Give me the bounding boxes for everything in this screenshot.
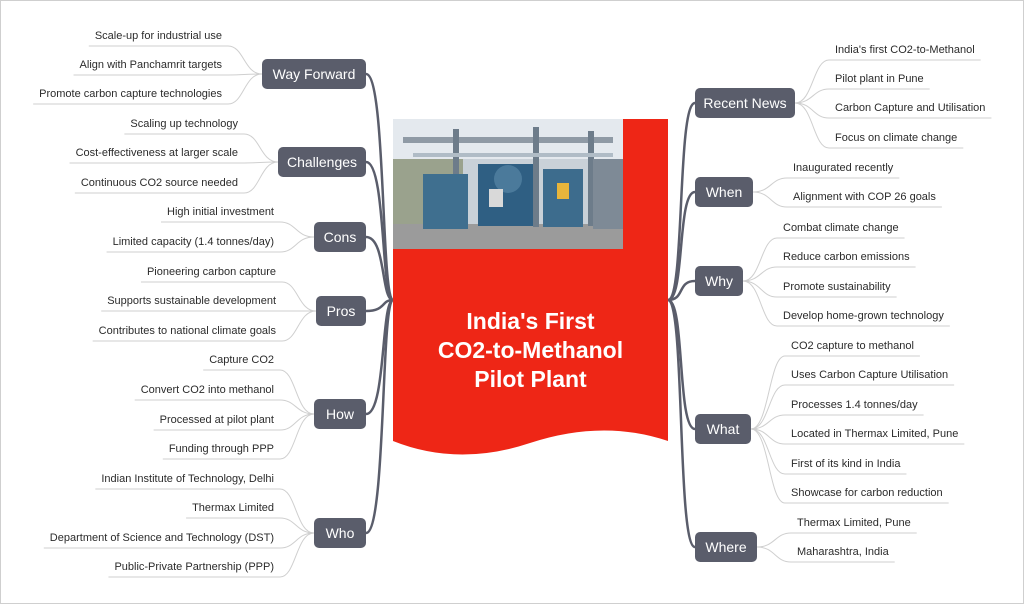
leaf-way-forward: Scale-up for industrial use — [94, 30, 222, 42]
leaf-how: Processed at pilot plant — [159, 414, 274, 426]
leaf-cons: High initial investment — [167, 206, 274, 218]
leaf-connector-how — [162, 413, 315, 460]
central-title-line: India's First — [466, 308, 595, 334]
leaf-challenges: Continuous CO2 source needed — [80, 177, 238, 189]
leaf-connector-recent-news — [794, 102, 964, 149]
leaf-connector-when — [752, 191, 942, 208]
branch-challenges: Challenges — [278, 147, 366, 177]
leaf-connector-who — [43, 532, 315, 549]
connector-where — [666, 298, 697, 549]
leaf-recent-news: Pilot plant in Pune — [835, 73, 924, 85]
leaf-recent-news: Carbon Capture and Utilisation — [835, 102, 986, 114]
leaf-why: Develop home-grown technology — [783, 310, 944, 322]
central-title-line: Pilot Plant — [474, 366, 587, 392]
connector-when — [667, 190, 696, 302]
leaf-recent-news: India's first CO2-to-Methanol — [835, 44, 975, 56]
leaf-connector-way-forward — [73, 73, 263, 76]
leaf-connector-recent-news — [794, 88, 930, 104]
leaf-what: Uses Carbon Capture Utilisation — [791, 369, 949, 381]
leaf-why: Promote sustainability — [783, 281, 891, 293]
branch-when: When — [695, 177, 753, 207]
leaf-connector-who — [186, 517, 315, 534]
leaf-connector-challenges — [74, 161, 279, 194]
leaf-what: Showcase for carbon reduction — [791, 487, 943, 499]
leaf-where: Maharashtra, India — [797, 546, 889, 558]
leaf-connector-what — [750, 428, 907, 475]
leaf-connector-recent-news — [794, 102, 992, 119]
leaf-why: Combat climate change — [783, 222, 899, 234]
leaf-way-forward: Align with Panchamrit targets — [79, 59, 222, 71]
leaf-connector-when — [752, 177, 900, 193]
leaf-way-forward: Promote carbon capture technologies — [39, 88, 222, 100]
leaf-pros: Contributes to national climate goals — [98, 325, 276, 337]
leaf-connector-why — [742, 237, 905, 282]
connector-cons — [365, 235, 394, 302]
leaf-connector-cons — [161, 221, 315, 238]
leaf-connector-what — [750, 428, 949, 504]
connector-why — [667, 279, 696, 302]
leaf-connector-way-forward — [88, 45, 263, 75]
leaf-who: Thermax Limited — [192, 502, 274, 514]
central-topic-title: India's First CO2-to-Methanol Pilot Plan… — [393, 307, 668, 394]
leaf-how: Funding through PPP — [168, 443, 274, 455]
leaf-connector-how — [134, 399, 315, 415]
branch-what: What — [695, 414, 751, 444]
leaf-pros: Pioneering carbon capture — [146, 266, 276, 278]
leaf-challenges: Scaling up technology — [130, 118, 238, 130]
leaf-connector-why — [742, 266, 916, 282]
leaf-connector-challenges — [69, 161, 279, 164]
central-topic: India's First CO2-to-Methanol Pilot Plan… — [393, 119, 668, 467]
connector-challenges — [365, 160, 395, 302]
leaf-cons: Limited capacity (1.4 tonnes/day) — [112, 236, 274, 248]
leaf-connector-where — [756, 532, 917, 548]
branch-pros: Pros — [316, 296, 366, 326]
leaf-connector-how — [203, 369, 315, 415]
leaf-who: Department of Science and Technology (DS… — [49, 532, 274, 544]
leaf-when: Inaugurated recently — [793, 162, 894, 174]
leaf-where: Thermax Limited, Pune — [797, 517, 911, 529]
leaf-connector-where — [756, 546, 895, 563]
leaf-connector-pros — [140, 281, 317, 312]
connector-who — [365, 298, 395, 535]
leaf-when: Alignment with COP 26 goals — [793, 191, 936, 203]
leaf-connector-what — [750, 384, 955, 430]
leaf-how: Capture CO2 — [209, 354, 274, 366]
leaf-what: First of its kind in India — [791, 458, 901, 470]
branch-cons: Cons — [314, 222, 366, 252]
leaf-who: Public-Private Partnership (PPP) — [114, 561, 274, 573]
leaf-connector-what — [750, 428, 965, 445]
leaf-connector-what — [750, 355, 920, 430]
leaf-connector-who — [95, 488, 315, 534]
leaf-what: CO2 capture to methanol — [791, 340, 914, 352]
leaf-connector-how — [153, 413, 315, 431]
leaf-connector-recent-news — [794, 59, 981, 104]
leaf-connector-pros — [92, 310, 317, 342]
leaf-connector-who — [108, 532, 315, 578]
branch-why: Why — [695, 266, 743, 296]
leaf-who: Indian Institute of Technology, Delhi — [101, 473, 274, 485]
leaf-why: Reduce carbon emissions — [783, 251, 910, 263]
branch-where: Where — [695, 532, 757, 562]
leaf-pros: Supports sustainable development — [107, 295, 276, 307]
leaf-what: Processes 1.4 tonnes/day — [791, 399, 918, 411]
branch-way-forward: Way Forward — [262, 59, 366, 89]
leaf-challenges: Cost-effectiveness at larger scale — [75, 147, 238, 159]
branch-recent-news: Recent News — [695, 88, 795, 118]
leaf-connector-cons — [106, 236, 315, 253]
connector-way-forward — [365, 72, 395, 302]
central-title-line: CO2-to-Methanol — [437, 337, 624, 363]
leaf-connector-way-forward — [33, 73, 263, 105]
leaf-connector-why — [742, 280, 897, 298]
branch-who: Who — [314, 518, 366, 548]
industrial-plant-photo — [393, 119, 623, 249]
leaf-recent-news: Focus on climate change — [835, 132, 958, 144]
leaf-connector-challenges — [124, 133, 279, 163]
branch-how: How — [314, 399, 366, 429]
leaf-connector-why — [742, 280, 950, 327]
leaf-what: Located in Thermax Limited, Pune — [791, 428, 959, 440]
leaf-connector-what — [750, 414, 924, 430]
connector-recent-news — [666, 101, 696, 302]
leaf-how: Convert CO2 into methanol — [140, 384, 274, 396]
